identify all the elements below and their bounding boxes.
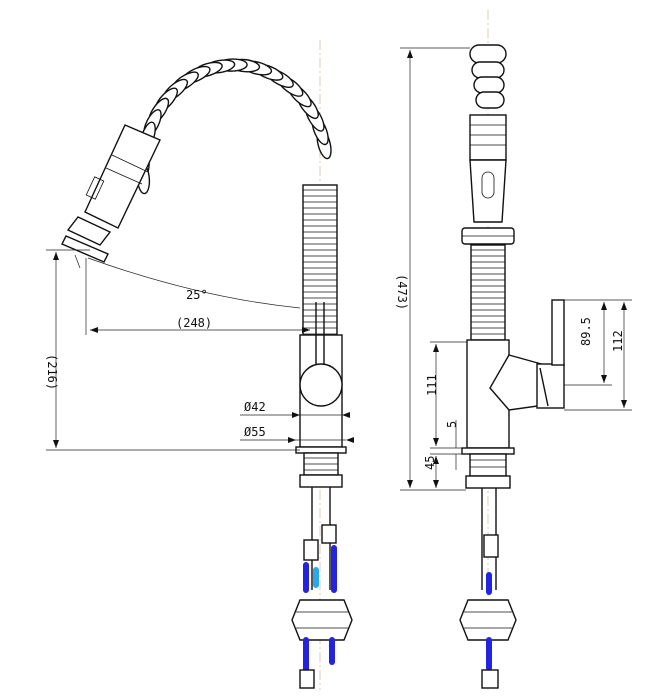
total-height-label: (473) — [395, 274, 409, 310]
vertical-hose — [302, 184, 338, 336]
supply-hoses-front — [459, 488, 517, 689]
gap-label: 5 — [445, 421, 459, 428]
front-spray-head — [461, 114, 515, 245]
reach-label: (248) — [176, 316, 212, 330]
front-body — [461, 299, 565, 489]
base-label: 45 — [423, 456, 437, 470]
front-coil — [469, 44, 507, 109]
handle-upper-label: 89.5 — [579, 317, 593, 346]
diameter-body-label: Ø42 — [244, 400, 266, 414]
spout-height-label: (216) — [45, 354, 59, 390]
angle-label: 25° — [186, 288, 208, 302]
faucet-body — [295, 302, 347, 488]
handle-knob — [299, 363, 343, 407]
body-height-label: 111 — [425, 374, 439, 396]
front-dimensions — [400, 47, 632, 491]
supply-hoses-side — [291, 487, 353, 689]
front-view: (473) 89.5 112 111 5 45 — [395, 10, 632, 690]
spring-coil — [136, 58, 332, 195]
front-hose — [470, 244, 506, 341]
diameter-base-label: Ø55 — [244, 425, 266, 439]
front-handle-lever — [551, 299, 565, 366]
side-view: 25° (248) (216) Ø42 Ø55 — [45, 40, 354, 690]
handle-lower-label: 112 — [611, 330, 625, 352]
spray-head — [61, 124, 161, 263]
side-dimensions — [46, 249, 354, 451]
